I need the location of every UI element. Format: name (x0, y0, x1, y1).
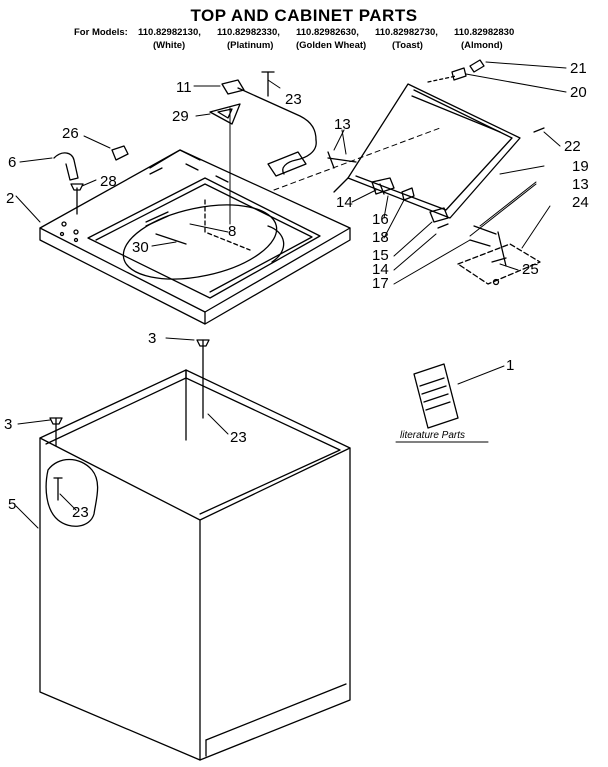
top-panel (39, 107, 351, 325)
lid-switch-assembly (209, 71, 317, 177)
callout-label: 24 (572, 194, 589, 211)
callout-label: 19 (572, 158, 589, 175)
callout-label: 25 (522, 261, 539, 278)
callout-label: 8 (228, 223, 236, 240)
callout-label: 2 (6, 190, 14, 207)
literature-label: literature Parts (400, 430, 465, 441)
literature-booklet (395, 363, 489, 443)
models-label: For Models: (74, 27, 128, 38)
model-color: (Toast) (392, 40, 423, 51)
model-color: (Golden Wheat) (296, 40, 367, 51)
callout-label: 3 (148, 330, 156, 347)
callout-label: 21 (570, 60, 587, 77)
model-color: (Almond) (461, 40, 503, 51)
callout-label: 13 (572, 176, 589, 193)
callout-label: 29 (172, 108, 189, 125)
callout-label: 28 (100, 173, 117, 190)
callout-label: 17 (372, 275, 389, 292)
leader-lines (15, 61, 567, 529)
callout-label: 11 (176, 79, 192, 96)
callout-label: 13 (334, 116, 351, 133)
callout-label: 23 (285, 91, 302, 108)
callout-label: 30 (132, 239, 149, 256)
callout-label: 20 (570, 84, 587, 101)
callout-label: 23 (72, 504, 89, 521)
hinge-plate (457, 231, 541, 286)
callout-label: 18 (372, 229, 389, 246)
callout-label: 3 (4, 416, 12, 433)
callout-label: 14 (336, 194, 353, 211)
model-number: 110.82982830 (454, 27, 515, 38)
model-color: (Platinum) (227, 40, 274, 51)
callout-label: 15 (372, 247, 389, 264)
callout-label: 14 (372, 261, 389, 278)
callout-label: 1 (506, 357, 514, 374)
callout-labels: 11 23 29 26 6 28 2 8 30 13 14 16 18 15 1… (4, 60, 589, 521)
model-number: 110.82982630, (296, 27, 359, 38)
clips (53, 145, 129, 181)
callout-label: 16 (372, 211, 389, 228)
model-number: 110.82982130, (138, 27, 201, 38)
lid (273, 59, 545, 247)
callout-label: 22 (564, 138, 581, 155)
callout-label: 5 (8, 496, 16, 513)
model-number: 110.82982730, (375, 27, 438, 38)
model-color: (White) (153, 40, 186, 51)
cabinet (39, 339, 351, 761)
model-number: 110.82982330, (217, 27, 280, 38)
callout-label: 26 (62, 125, 79, 142)
page-title: TOP AND CABINET PARTS (190, 6, 418, 25)
callout-label: 23 (230, 429, 247, 446)
callout-label: 6 (8, 154, 16, 171)
